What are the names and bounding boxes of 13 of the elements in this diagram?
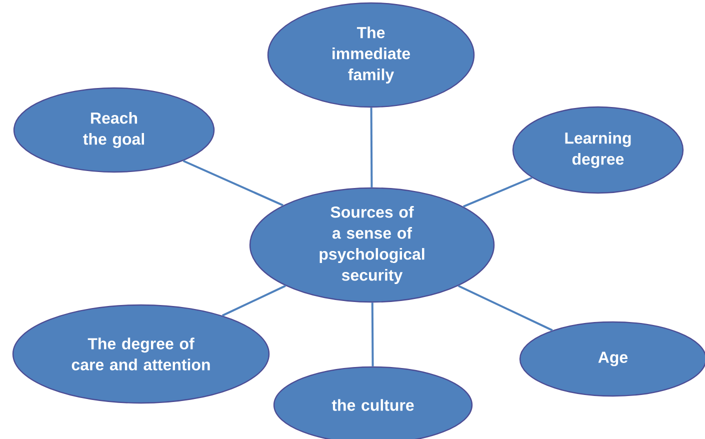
ellipse-node: The degree of care and attention: [12, 304, 270, 404]
connector-line: [458, 284, 553, 332]
ellipse-node: Age: [519, 321, 705, 397]
ellipse-node: Learning degree: [512, 106, 684, 194]
ellipse-node: Reach the goal: [13, 87, 215, 173]
connector-line: [182, 160, 284, 206]
ellipse-node: Sources of a sense of psychological security: [249, 187, 495, 303]
connector-line: [370, 108, 373, 188]
connector-line: [371, 302, 374, 366]
ellipse-node: the culture: [273, 366, 473, 439]
connector-line: [462, 176, 532, 208]
connector-line: [222, 284, 286, 316]
ellipse-node: The immediate family: [267, 2, 475, 108]
